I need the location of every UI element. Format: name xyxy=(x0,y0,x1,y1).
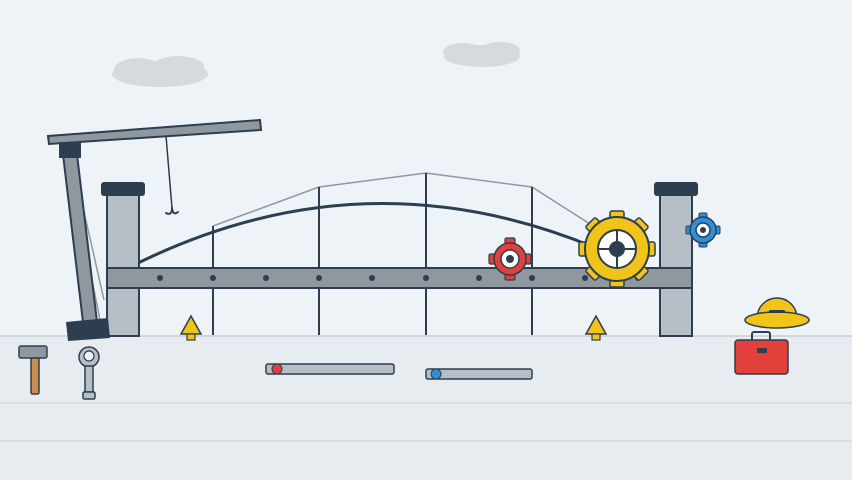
wrench-icon xyxy=(78,346,100,400)
crane xyxy=(46,118,263,341)
cone-left xyxy=(179,314,203,341)
cloud-right xyxy=(443,42,520,67)
steel-beam-red-handle xyxy=(265,363,395,375)
suspension-hangers xyxy=(212,173,533,335)
toolbox-icon xyxy=(734,331,789,375)
hard-hat-icon xyxy=(744,297,810,329)
gear-blue xyxy=(685,212,721,248)
ground xyxy=(0,335,852,480)
crane-hook xyxy=(165,135,179,215)
bridge-deck xyxy=(106,267,693,289)
bridge-pillar-right xyxy=(654,182,698,337)
steel-beam-blue-handle xyxy=(425,368,533,380)
gear-large-yellow xyxy=(578,210,656,288)
cone-right xyxy=(584,314,608,341)
cloud-left xyxy=(112,56,208,87)
gear-red xyxy=(488,237,532,281)
suspension-cable-top xyxy=(212,172,591,227)
hammer-icon xyxy=(18,345,48,395)
bridge-arch xyxy=(127,202,597,270)
bridge-pillar-left xyxy=(101,182,145,337)
